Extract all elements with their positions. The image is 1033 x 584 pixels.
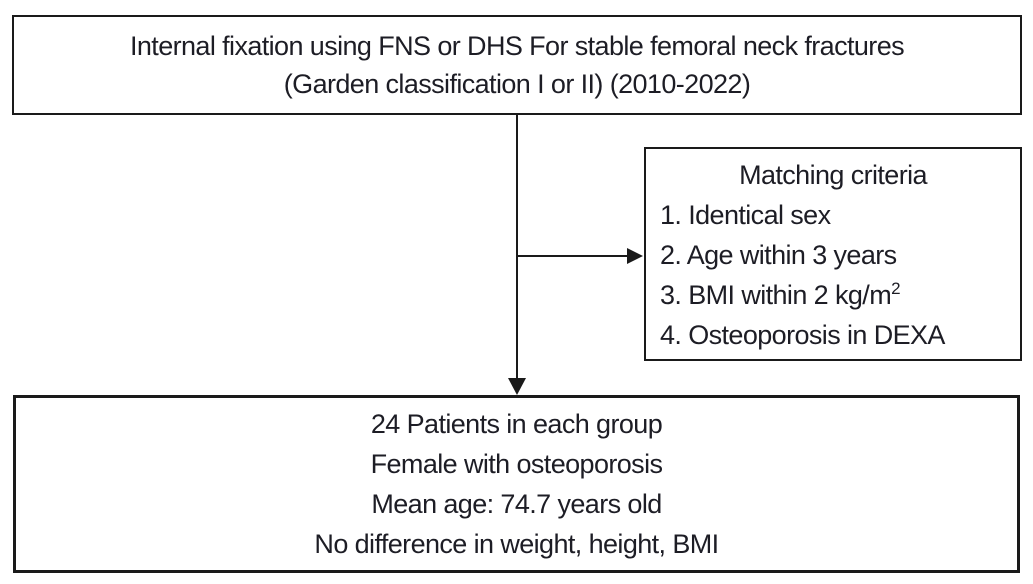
down-arrowhead-icon	[508, 378, 526, 395]
matching-criteria-box: Matching criteria 1. Identical sex 2. Ag…	[644, 147, 1022, 361]
right-arrowhead-icon	[627, 248, 643, 264]
matching-criteria-item-1: 1. Identical sex	[660, 200, 831, 230]
matching-criteria-item-2: 2. Age within 3 years	[660, 240, 897, 270]
matching-criteria-item-4: 4. Osteoporosis in DEXA	[660, 320, 945, 350]
vertical-connector-line	[516, 114, 518, 378]
matching-criteria-item-3-superscript: 2	[891, 279, 900, 298]
matched-cohort-box: 24 Patients in each group Female with os…	[13, 395, 1020, 573]
matched-cohort-line2: Female with osteoporosis	[370, 449, 663, 479]
matched-cohort-line4: No difference in weight, height, BMI	[314, 529, 719, 559]
horizontal-connector-line	[517, 255, 627, 257]
matching-criteria-item-3-text: 3. BMI within 2 kg/m	[660, 280, 892, 310]
matched-cohort-line3: Mean age: 74.7 years old	[371, 489, 662, 519]
matching-criteria-item-3: 3. BMI within 2 kg/m2	[646, 275, 1020, 315]
study-population-line1: Internal fixation using FNS or DHS For s…	[129, 31, 905, 61]
study-population-box: Internal fixation using FNS or DHS For s…	[12, 15, 1022, 115]
matched-cohort-line1: 24 Patients in each group	[370, 409, 663, 439]
matching-criteria-title: Matching criteria	[739, 160, 927, 190]
study-population-line2: (Garden classification I or II) (2010-20…	[283, 69, 751, 99]
